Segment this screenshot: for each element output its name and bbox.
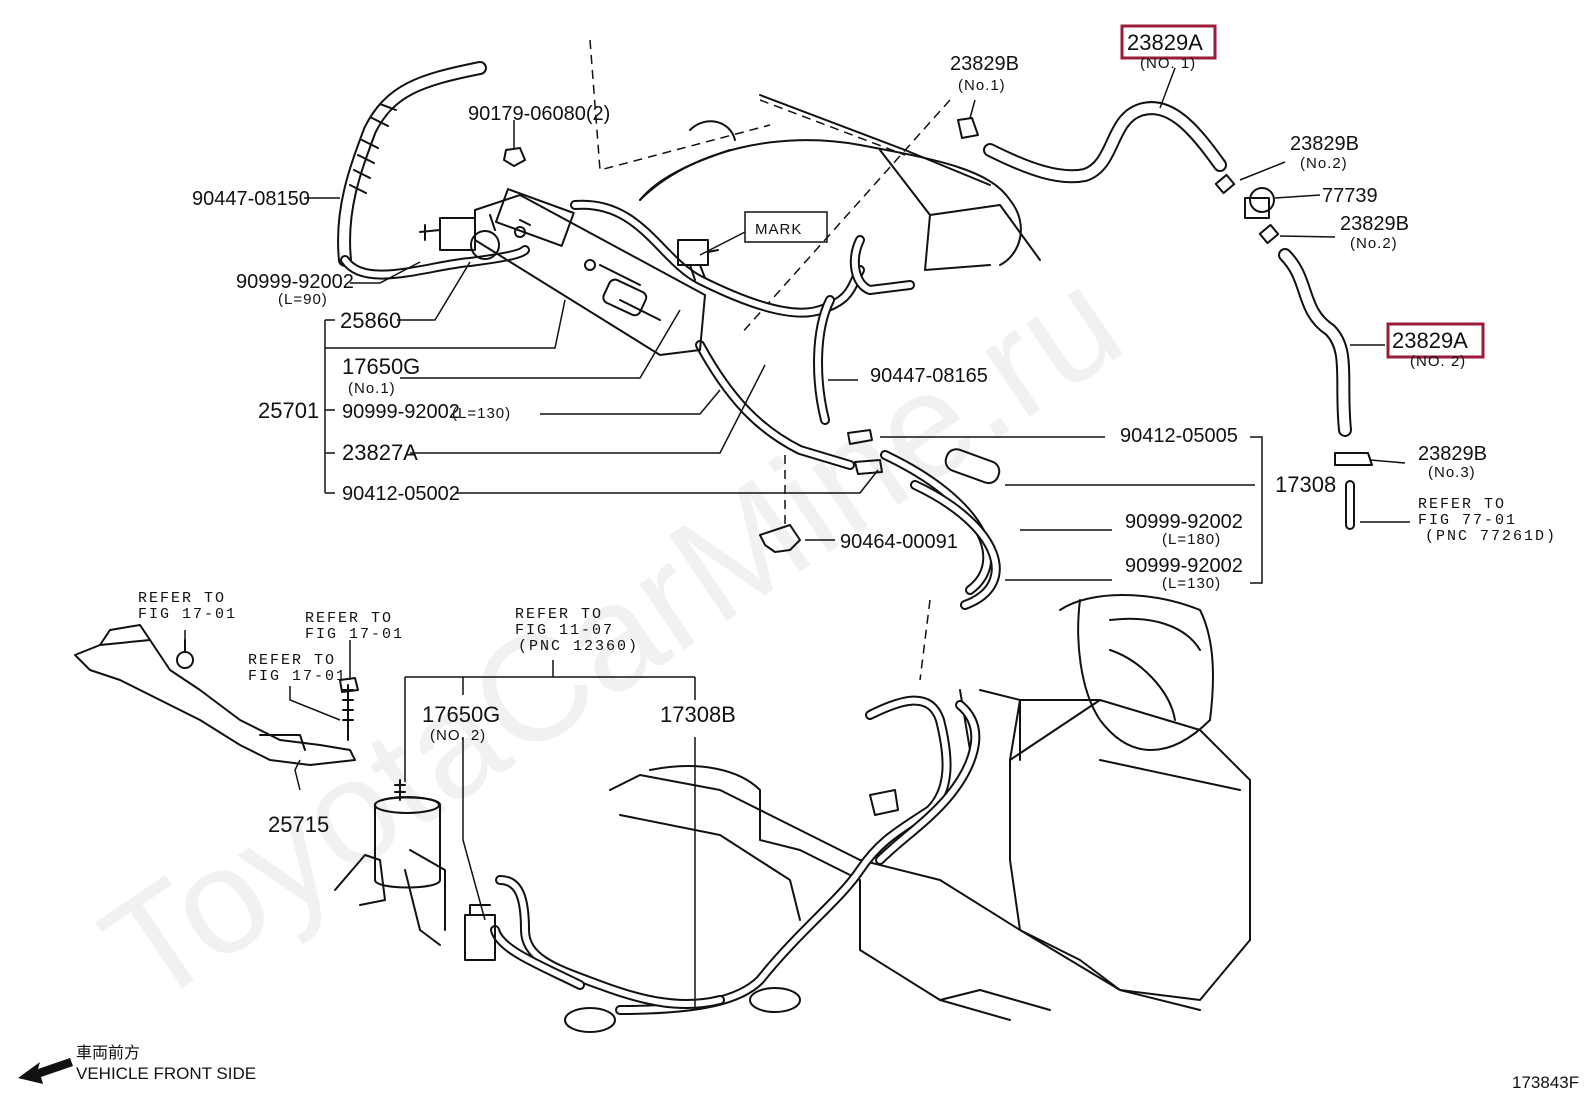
refer-17b-line1: REFER TO <box>305 610 393 627</box>
label-90999-l130b: 90999-92002 <box>1125 555 1243 577</box>
label-17650G-no2: 17650G <box>422 702 500 727</box>
refer-11-line3: (PNC 12360) <box>518 638 639 655</box>
vehicle-front-indicator: 車両前方 VEHICLE FRONT SIDE <box>18 1044 256 1084</box>
vsv-17650G-no2-mount <box>334 779 496 961</box>
sub-23829B-no2b: (No.2) <box>1350 235 1398 252</box>
sub-23829B-no1: (No.1) <box>958 77 1006 94</box>
label-23829B-no2a: 23829B <box>1290 133 1359 155</box>
refer-17b-line2: FIG 17-01 <box>305 626 404 643</box>
label-90412-05002: 90412-05002 <box>342 483 460 505</box>
front-side-japanese: 車両前方 <box>76 1044 140 1062</box>
engine-outline <box>639 94 1041 271</box>
clips <box>759 117 1373 553</box>
sub-90999-l130b: (L=130) <box>1162 575 1221 592</box>
label-23827A: 23827A <box>342 440 418 465</box>
vsv-17650G-no1 <box>677 239 719 281</box>
sub-90999-l90: (L=90) <box>278 291 328 308</box>
leader-lines <box>184 67 1410 1010</box>
sub-90999-l180: (L=180) <box>1162 531 1221 548</box>
label-90447-08165: 90447-08165 <box>870 365 988 387</box>
vacuum-hoses <box>337 61 1355 1015</box>
bracket-25715 <box>74 624 359 766</box>
label-90999-l180: 90999-92002 <box>1125 511 1243 533</box>
sub-23829B-no3: (No.3) <box>1428 464 1476 481</box>
refer-17a-line2: FIG 17-01 <box>138 606 237 623</box>
sub-23829B-no2a: (No.2) <box>1300 155 1348 172</box>
figure-code: 173843F <box>1512 1073 1579 1092</box>
label-23829B-no2b: 23829B <box>1340 213 1409 235</box>
label-23829A-no1: 23829A <box>1127 30 1203 55</box>
sub-23829A-no1: (NO. 1) <box>1140 55 1196 72</box>
refer-11-line2: FIG 11-07 <box>515 622 614 639</box>
refer-labels: REFER TO FIG 77-01 (PNC 77261D) REFER TO… <box>138 496 1557 685</box>
label-23829A-no2: 23829A <box>1392 328 1468 353</box>
label-23829B-no3: 23829B <box>1418 443 1487 465</box>
label-17308B: 17308B <box>660 702 736 727</box>
label-90412-05005: 90412-05005 <box>1120 425 1238 447</box>
label-90999-l130a: 90999-92002 <box>342 401 460 423</box>
refer-77-line3: (PNC 77261D) <box>1425 528 1557 545</box>
refer-77-line1: REFER TO <box>1418 496 1506 513</box>
highlight-23829A-no2 <box>1386 322 1485 359</box>
label-17650G-no1: 17650G <box>342 354 420 379</box>
transmission-outline <box>609 765 1201 1021</box>
label-17308: 17308 <box>1275 472 1336 497</box>
highlight-23829A-no1 <box>1120 24 1217 60</box>
front-arrow-icon <box>18 1058 73 1084</box>
front-side-english: VEHICLE FRONT SIDE <box>76 1064 256 1083</box>
vsv-bracket-25701 <box>474 188 706 356</box>
label-23829B-no1: 23829B <box>950 53 1019 75</box>
refer-17c-line1: REFER TO <box>248 652 336 669</box>
part-labels: 23829A (NO. 1) 23829B (No.1) 23829B (No.… <box>192 30 1487 837</box>
mark-box <box>744 211 828 243</box>
sub-17650G-no2: (NO. 2) <box>430 727 486 744</box>
mark-label: MARK <box>755 221 802 238</box>
brackets-lower <box>564 789 899 1033</box>
label-25715: 25715 <box>268 812 329 837</box>
refer-17c-line2: FIG 17-01 <box>248 668 347 685</box>
label-25860: 25860 <box>340 308 401 333</box>
label-25701: 25701 <box>258 398 319 423</box>
sub-90999-l130a: (L=130) <box>452 405 511 422</box>
refer-77-line2: FIG 77-01 <box>1418 512 1517 529</box>
sub-23829A-no2: (NO. 2) <box>1410 353 1466 370</box>
nut-90179 <box>503 147 526 167</box>
label-90179: 90179-06080(2) <box>468 103 610 125</box>
label-90999-l90: 90999-92002 <box>236 271 354 293</box>
sub-17650G-no1: (No.1) <box>348 380 396 397</box>
label-90447-08150: 90447-08150 <box>192 188 310 210</box>
refer-17a-line1: REFER TO <box>138 590 226 607</box>
air-cleaner-outline <box>959 594 1251 1001</box>
label-77739: 77739 <box>1322 185 1378 207</box>
refer-11-line1: REFER TO <box>515 606 603 623</box>
vsv-25860 <box>419 217 500 260</box>
label-90464-00091: 90464-00091 <box>840 531 958 553</box>
